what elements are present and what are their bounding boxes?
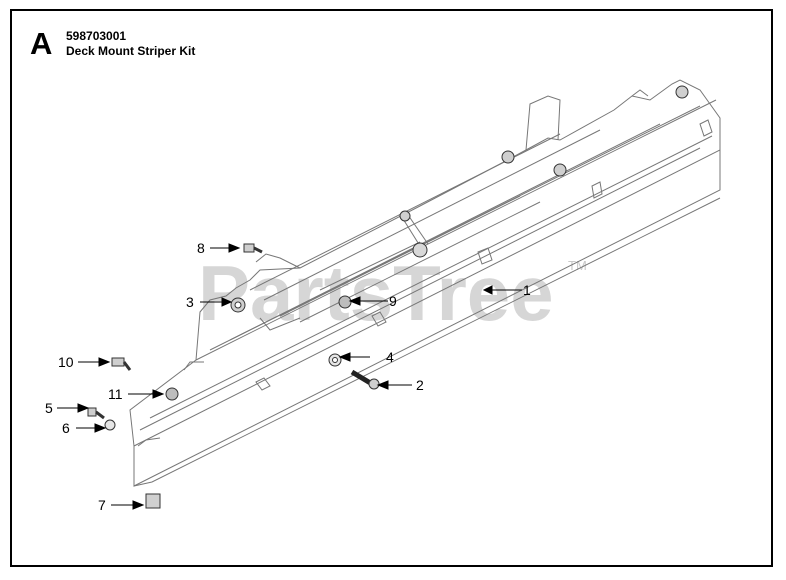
watermark-trademark: TM bbox=[568, 258, 587, 273]
callout-4: 4 bbox=[386, 349, 394, 365]
callout-5: 5 bbox=[45, 400, 53, 416]
callout-10: 10 bbox=[58, 354, 74, 370]
clip-nut-icon bbox=[145, 493, 161, 509]
flange-nut-icon bbox=[553, 163, 567, 177]
flange-nut-icon bbox=[675, 85, 689, 99]
flange-nut-icon bbox=[399, 210, 411, 222]
section-letter: A bbox=[30, 26, 53, 61]
lock-nut-icon bbox=[165, 387, 179, 401]
callout-leaders bbox=[57, 243, 522, 510]
washer-icon bbox=[104, 419, 116, 431]
bolt-icon bbox=[243, 243, 255, 253]
bolt-icon bbox=[111, 357, 125, 367]
hardware-parts bbox=[87, 85, 689, 509]
callout-7: 7 bbox=[98, 497, 106, 513]
callout-9: 9 bbox=[389, 293, 397, 309]
callout-2: 2 bbox=[416, 377, 424, 393]
flange-nut-icon bbox=[412, 242, 428, 258]
carriage-bolt-icon bbox=[350, 369, 374, 387]
callout-8: 8 bbox=[197, 240, 205, 256]
callout-6: 6 bbox=[62, 420, 70, 436]
striper-bracket-assembly bbox=[129, 79, 721, 487]
callout-11: 11 bbox=[108, 386, 123, 402]
diagram-frame bbox=[10, 9, 773, 567]
kit-title: Deck Mount Striper Kit bbox=[66, 44, 196, 58]
nut-icon bbox=[338, 295, 352, 309]
bolt-icon bbox=[87, 407, 97, 417]
part-number: 598703001 bbox=[66, 29, 127, 43]
callout-1: 1 bbox=[523, 282, 531, 298]
flange-nut-icon bbox=[501, 150, 515, 164]
callout-3: 3 bbox=[186, 294, 194, 310]
